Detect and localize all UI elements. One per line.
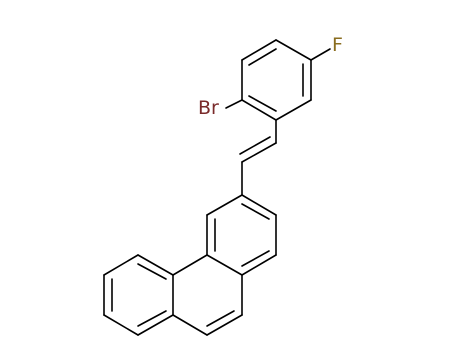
bromine-atom-label: Br xyxy=(198,97,219,119)
phenanthrene-system xyxy=(103,194,277,336)
bond xyxy=(103,314,139,336)
bond xyxy=(172,314,208,336)
bond xyxy=(137,314,174,336)
aromatic-inner-bond xyxy=(206,310,235,327)
fluorine-atom-label: F xyxy=(332,34,343,56)
bond xyxy=(206,254,243,276)
bond xyxy=(172,254,208,276)
bond xyxy=(241,194,277,216)
aromatic-inner-bond xyxy=(241,203,270,220)
carbon-bromine-bond xyxy=(225,99,243,109)
aromatic-inner-bond xyxy=(248,95,277,112)
bond xyxy=(241,254,277,276)
fluorobromophenyl-ring xyxy=(225,39,331,121)
bond xyxy=(206,314,243,336)
double-bond xyxy=(241,142,277,163)
double-bond-inner xyxy=(239,136,271,155)
aromatic-inner-bond xyxy=(241,250,270,267)
vinyl-linker xyxy=(239,119,277,196)
carbon-fluorine-bond xyxy=(310,48,331,61)
bond xyxy=(241,99,277,121)
bond xyxy=(275,99,312,121)
bond xyxy=(275,39,312,61)
aromatic-inner-bond xyxy=(137,310,167,327)
aromatic-inner-bond xyxy=(137,263,167,280)
aromatic-inner-bond xyxy=(248,48,277,66)
bond xyxy=(103,254,139,276)
bond xyxy=(137,254,174,276)
bond xyxy=(206,194,243,216)
bond xyxy=(241,39,277,61)
